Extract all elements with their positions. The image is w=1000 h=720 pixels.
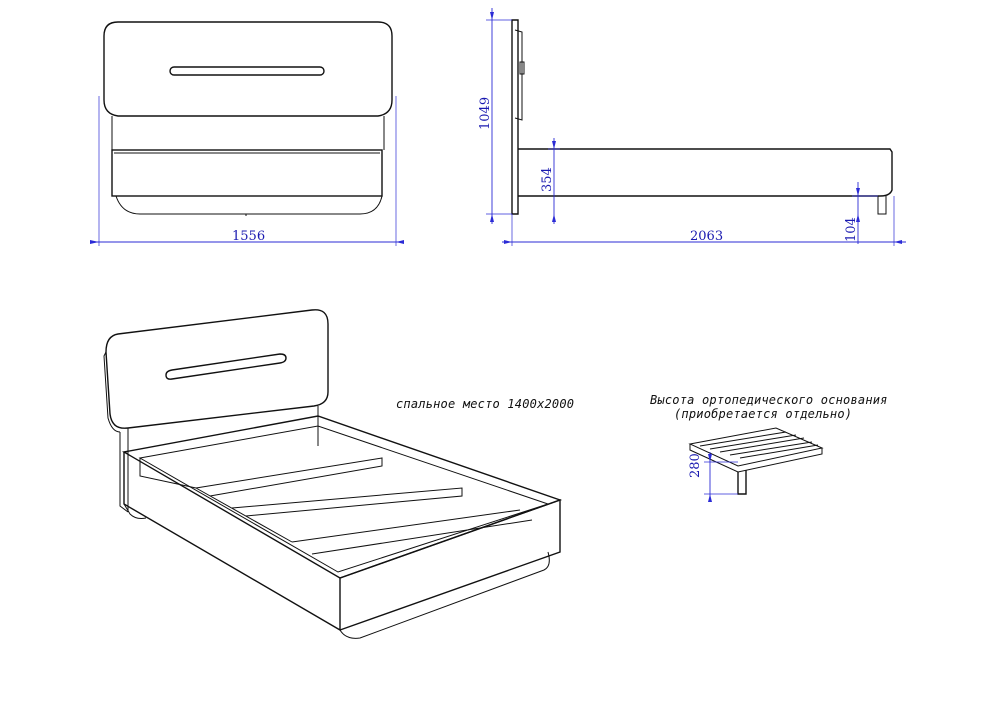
dim-overall-height: 1049: [478, 97, 493, 130]
front-frame: [111, 116, 385, 150]
base-leg: [737, 470, 747, 495]
note-sleeping-area: спальное место 1400х2000: [396, 397, 574, 411]
side-rail: [518, 148, 893, 197]
iso-frame: [122, 415, 563, 579]
dim-clearance: 104: [844, 217, 859, 242]
iso-headboard: [105, 309, 329, 429]
note-base-separately: (приобретается отдельно): [674, 407, 852, 421]
front-view: 1556: [90, 21, 404, 246]
iso-slat-3: [291, 509, 521, 543]
iso-plinth: [339, 551, 550, 639]
iso-headboard-slot: [165, 353, 287, 380]
side-headboard: [511, 19, 519, 215]
front-headboard: [103, 21, 393, 117]
dim-frame-height: 354: [540, 167, 555, 192]
front-headboard-slot: [169, 66, 325, 76]
side-foot: [877, 196, 887, 215]
front-base-panel: [111, 149, 383, 197]
front-plinth: [115, 195, 383, 215]
iso-slat-2: [231, 487, 463, 517]
dim-overall-length: 2063: [690, 229, 723, 244]
isometric-view: [103, 309, 563, 639]
dim-overall-width: 1556: [232, 229, 265, 244]
iso-slat-1: [195, 457, 383, 497]
dim-base-height: 280: [688, 453, 703, 478]
base-detail: Высота ортопедического основания (приобр…: [650, 393, 888, 502]
note-base-title: Высота ортопедического основания: [650, 393, 888, 407]
side-view: 1049 354 104 2063: [478, 8, 906, 246]
